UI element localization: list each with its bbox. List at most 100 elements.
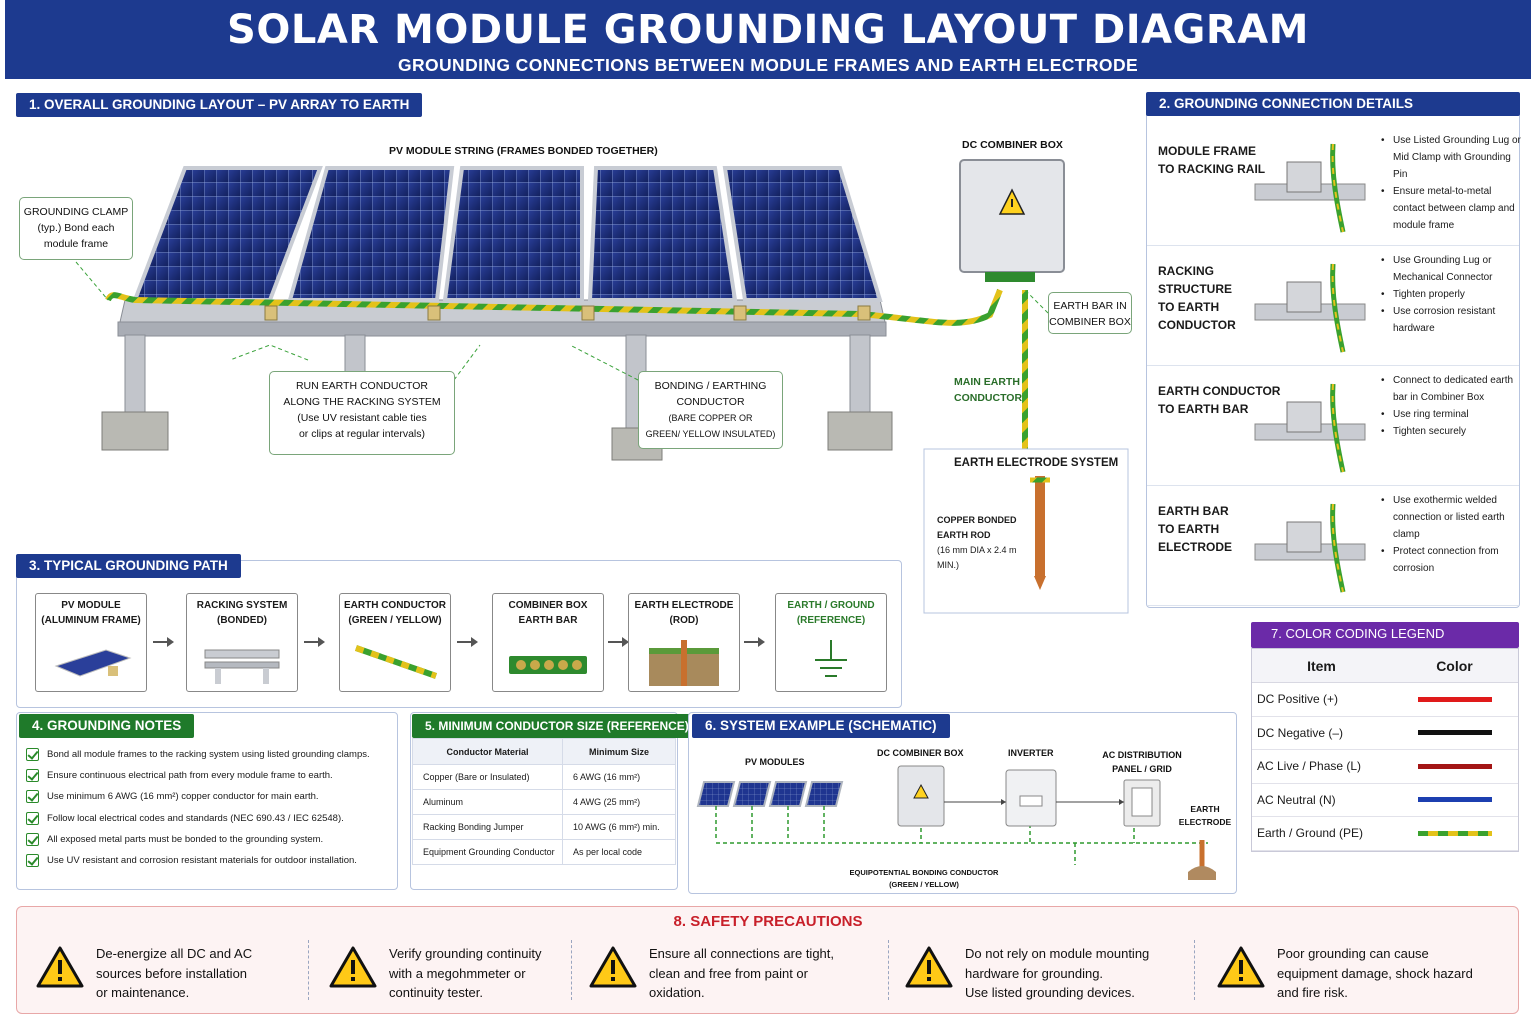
legend-swatch bbox=[1418, 696, 1492, 702]
safety-line: equipment damage, shock hazard bbox=[1277, 965, 1473, 981]
section-2-tab: 2. GROUNDING CONNECTION DETAILS bbox=[1146, 92, 1520, 116]
dc-combiner-label: DC COMBINER BOX bbox=[877, 748, 964, 758]
safety-line: sources before installation bbox=[96, 965, 248, 981]
legend-row: DC Positive (+) bbox=[1252, 683, 1518, 717]
safety-line: or maintenance. bbox=[96, 985, 190, 1000]
run-conductor-callout: RUN EARTH CONDUCTOR ALONG THE RACKING SY… bbox=[269, 371, 455, 455]
run-title-1: RUN EARTH CONDUCTOR bbox=[295, 380, 429, 392]
safety-divider bbox=[888, 940, 889, 1000]
rod-text-1: COPPER BONDED bbox=[937, 515, 1017, 525]
legend-item: DC Negative (–) bbox=[1257, 725, 1344, 740]
path-step-line-1: EARTH ELECTRODE bbox=[634, 600, 734, 611]
grounding-note: Follow local electrical codes and standa… bbox=[26, 811, 344, 825]
detail-title-line-2: TO EARTH ELECTRODE bbox=[1158, 522, 1233, 554]
path-step-icon bbox=[197, 636, 287, 686]
legend-item-header: Item bbox=[1307, 658, 1336, 674]
path-step-line-2: (REFERENCE) bbox=[796, 615, 866, 626]
electrode-system-title: EARTH ELECTRODE SYSTEM bbox=[954, 457, 1119, 469]
path-step-line-2: (ALUMINUM FRAME) bbox=[41, 615, 141, 626]
earth-electrode-label: EARTH ELECTRODE bbox=[1175, 803, 1235, 829]
size-cell: 10 AWG (6 mm²) min. bbox=[562, 814, 676, 840]
page-title: SOLAR MODULE GROUNDING LAYOUT DIAGRAM bbox=[227, 7, 1309, 53]
bond-text-1: (BARE COPPER OR bbox=[668, 413, 753, 423]
main-earth-label: MAIN EARTH CONDUCTOR bbox=[954, 374, 1022, 406]
run-title-2: ALONG THE RACKING SYSTEM bbox=[283, 396, 441, 408]
note-text: Use UV resistant and corrosion resistant… bbox=[47, 855, 357, 866]
checkbox-checked-icon bbox=[26, 811, 39, 825]
system-schematic bbox=[696, 765, 1216, 880]
eq-text-2: (GREEN / YELLOW) bbox=[889, 880, 959, 889]
detail-bullet: Use Grounding Lug or Mechanical Connecto… bbox=[1381, 252, 1521, 286]
detail-title-line-1: RACKING STRUCTURE bbox=[1158, 264, 1232, 296]
detail-bullet: Connect to dedicated earth bar in Combin… bbox=[1381, 372, 1521, 406]
detail-bullet: Use exothermic welded connection or list… bbox=[1381, 492, 1521, 543]
combiner-box-label: DC COMBINER BOX bbox=[962, 139, 1063, 151]
legend-item: AC Neutral (N) bbox=[1257, 792, 1336, 807]
arrow-right-icon bbox=[304, 635, 326, 649]
rod-text-4: MIN.) bbox=[937, 560, 959, 570]
clamp-title: GROUNDING CLAMP bbox=[23, 206, 129, 218]
warning-icon bbox=[36, 946, 84, 988]
size-cell: As per local code bbox=[562, 839, 676, 865]
safety-line: clean and free from paint or bbox=[649, 965, 808, 981]
main-earth-text-2: CONDUCTOR bbox=[954, 392, 1023, 404]
detail-title-line-1: EARTH CONDUCTOR bbox=[1158, 384, 1281, 398]
arrow-right-icon bbox=[153, 635, 175, 649]
detail-bullets: Connect to dedicated earth bar in Combin… bbox=[1381, 372, 1521, 440]
eq-text-1: EQUIPOTENTIAL BONDING CONDUCTOR bbox=[849, 868, 999, 877]
safety-line: Verify grounding continuity bbox=[389, 946, 542, 961]
legend-swatch bbox=[1418, 830, 1492, 836]
path-step: EARTH CONDUCTOR (GREEN / YELLOW) bbox=[339, 593, 451, 692]
path-step-line-1: PV MODULE bbox=[61, 600, 121, 611]
safety-divider bbox=[1194, 940, 1195, 1000]
rod-text-3: (16 mm DIA x 2.4 m bbox=[937, 545, 1017, 555]
bond-title-1: BONDING / EARTHING bbox=[654, 380, 767, 392]
color-legend: Item Color DC Positive (+)DC Negative (–… bbox=[1251, 648, 1519, 852]
material-cell: Aluminum bbox=[412, 789, 563, 815]
rod-text-2: EARTH ROD bbox=[937, 530, 991, 540]
path-step-line-2: EARTH BAR bbox=[518, 615, 578, 626]
detail-illustration bbox=[1247, 374, 1373, 478]
section-7-tab: 7. COLOR CODING LEGEND bbox=[1251, 622, 1519, 648]
path-step-line-2: (ROD) bbox=[669, 615, 699, 626]
earthbar-text-2: COMBINER BOX bbox=[1049, 316, 1131, 328]
detail-bullet: Use corrosion resistant hardware bbox=[1381, 303, 1521, 337]
safety-item: Poor grounding can cause equipment damage… bbox=[1277, 944, 1473, 1003]
note-text: All exposed metal parts must be bonded t… bbox=[47, 833, 324, 845]
checkbox-checked-icon bbox=[26, 748, 39, 761]
safety-line: hardware for grounding. bbox=[965, 965, 1104, 981]
legend-swatch bbox=[1418, 797, 1492, 803]
main-earth-text-1: MAIN EARTH bbox=[954, 376, 1020, 388]
bond-text-2: GREEN/ YELLOW INSULATED) bbox=[645, 429, 776, 439]
detail-bullets: Use exothermic welded connection or list… bbox=[1381, 492, 1521, 577]
pv-modules-label: PV MODULES bbox=[745, 757, 805, 767]
detail-title-line-2: TO EARTH CONDUCTOR bbox=[1158, 300, 1236, 332]
detail-bullets: Use Listed Grounding Lug or Mid Clamp wi… bbox=[1381, 132, 1521, 234]
path-step-line-1: EARTH CONDUCTOR bbox=[343, 600, 447, 611]
checkbox-checked-icon bbox=[26, 790, 39, 804]
conductor-size-table: Conductor Material Minimum Size Copper (… bbox=[412, 738, 676, 865]
safety-line: Poor grounding can cause bbox=[1277, 946, 1429, 961]
page-subtitle: GROUNDING CONNECTIONS BETWEEN MODULE FRA… bbox=[397, 55, 1139, 75]
safety-line: with a megohmmeter or bbox=[389, 965, 526, 981]
earthbar-text-1: EARTH BAR IN bbox=[1053, 300, 1127, 312]
path-step-icon bbox=[350, 636, 440, 686]
path-step-line-2: (GREEN / YELLOW) bbox=[348, 615, 442, 626]
grounding-note: Bond all module frames to the racking sy… bbox=[26, 748, 370, 761]
path-step-line-2: (BONDED) bbox=[217, 615, 267, 626]
path-step-line-1: EARTH / GROUND bbox=[787, 600, 875, 611]
legend-row: DC Negative (–) bbox=[1252, 717, 1518, 750]
ee-text-2: ELECTRODE bbox=[1178, 817, 1232, 827]
path-step: EARTH / GROUND (REFERENCE) bbox=[775, 593, 887, 692]
material-cell: Racking Bonding Jumper bbox=[412, 814, 563, 840]
safety-item: Ensure all connections are tight,clean a… bbox=[649, 944, 834, 1003]
legend-item: AC Live / Phase (L) bbox=[1257, 759, 1362, 774]
safety-line: continuity tester. bbox=[389, 985, 483, 1000]
arrow-right-icon bbox=[457, 635, 479, 649]
section-5-tab: 5. MINIMUM CONDUCTOR SIZE (REFERENCE) bbox=[412, 714, 702, 738]
